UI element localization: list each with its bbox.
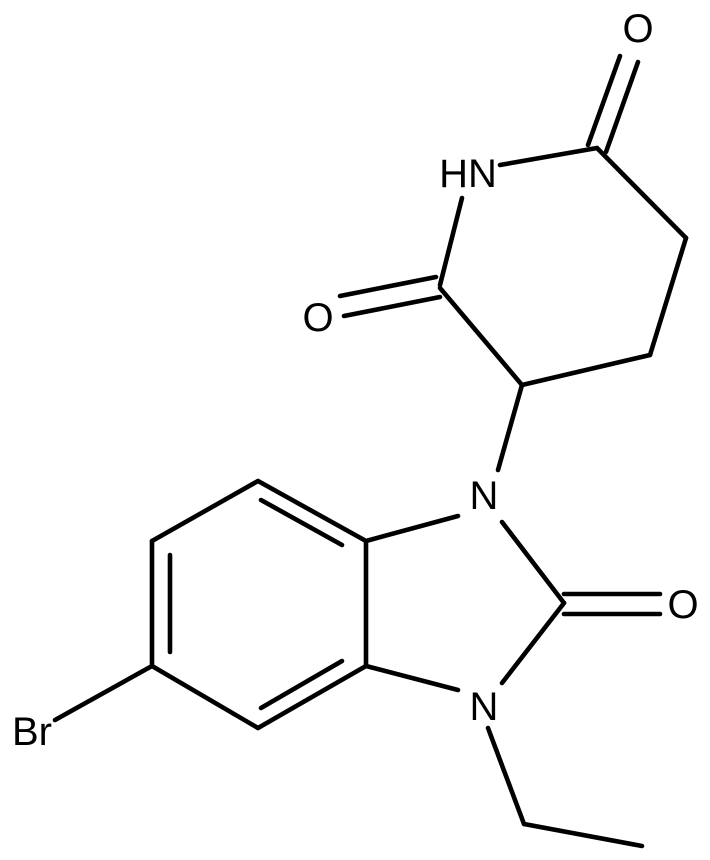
atom-label-n3: N bbox=[470, 685, 499, 729]
bond-c6-nh bbox=[497, 145, 600, 168]
atom-label-br: Br bbox=[12, 710, 52, 754]
bond-c7a-c7-inner bbox=[258, 497, 345, 548]
bond-c6-o-top-a bbox=[585, 53, 623, 148]
bond-c4-c3a-inner bbox=[258, 658, 345, 711]
bond-c6-o-top-b bbox=[603, 59, 641, 155]
bond-n3-ch2 bbox=[485, 725, 527, 827]
bond-n3-c3a bbox=[363, 663, 461, 693]
bond-c2-n3 bbox=[499, 600, 567, 686]
bond-c5-br bbox=[52, 663, 155, 723]
bond-n1-c7a bbox=[363, 513, 461, 544]
bond-c2-o-left-a bbox=[337, 274, 439, 299]
bond-ch2-ch3 bbox=[521, 821, 645, 849]
bond-c3-n1 bbox=[495, 382, 525, 473]
atom-label-o-left: O bbox=[302, 296, 333, 340]
atom-label-o-top: O bbox=[622, 7, 653, 51]
atom-label-n1: N bbox=[470, 474, 499, 518]
bond-c4-c3a bbox=[255, 663, 369, 731]
atom-label-nh: HN bbox=[439, 152, 497, 196]
bond-c2-c3 bbox=[437, 285, 525, 388]
atom-label-o-right: O bbox=[667, 583, 698, 627]
bond-c2-o-left-b bbox=[341, 294, 443, 319]
bond-c5-c6 bbox=[594, 145, 689, 241]
bond-n1-c2 bbox=[499, 519, 567, 606]
bond-c5-c4 bbox=[149, 663, 261, 731]
bond-nh-c2 bbox=[437, 195, 465, 288]
bond-c3-c4 bbox=[519, 352, 653, 388]
bond-c7a-c7 bbox=[255, 478, 369, 544]
bond-c4-c5 bbox=[647, 235, 689, 358]
bond-c7-c6 bbox=[149, 478, 261, 544]
